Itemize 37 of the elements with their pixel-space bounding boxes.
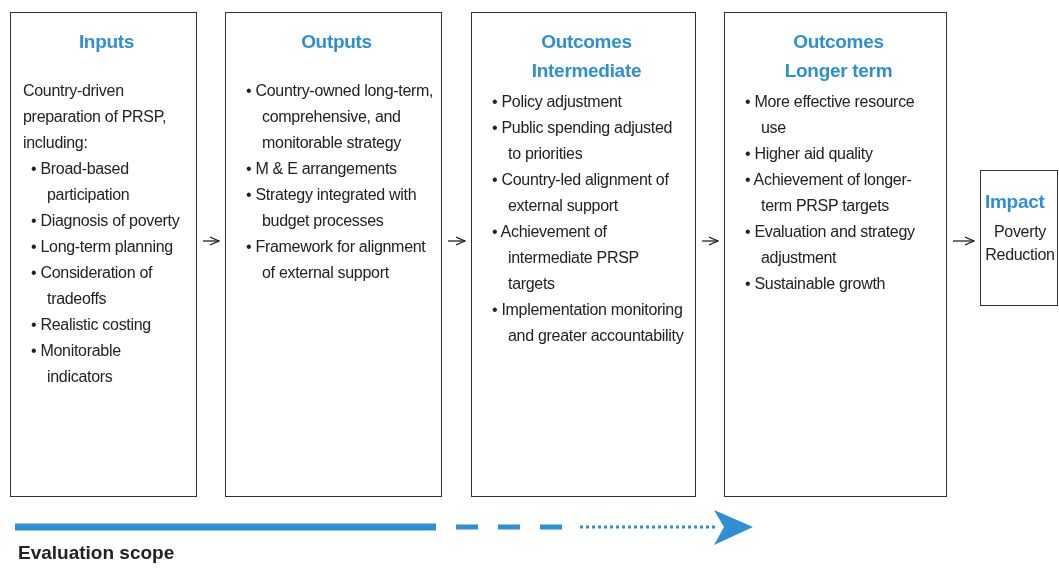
bullet-item: • Consideration of tradeoffs [30,263,154,309]
arrow [202,236,220,246]
bullet-item: • Achievement of intermediate PRSP targets [491,222,640,294]
stage-box [471,12,696,497]
bullet-item: • M & E arrangements [245,159,398,179]
stage-heading: Outcomes Longer term [783,30,894,83]
arrow [701,236,719,246]
bullet-item: • Framework for alignment of external support [245,237,427,283]
bullet-item: • Country-owned long-term, comprehensive, and monitorable strategy [245,81,435,153]
intro-text: Country-driven preparation of PRSP, including: [23,81,168,153]
stage-box [10,12,197,497]
arrow [952,236,975,246]
bullet-item: • Realistic costing [30,315,152,335]
bullet-item: • Diagnosis of poverty [30,211,181,231]
stage-heading: Outcomes Intermediate [530,30,643,83]
stage-heading: Impact [985,190,1046,214]
bullet-item: • Monitorable indicators [30,341,122,387]
bullet-item: • More effective resource use [744,92,916,138]
bullet-item: • Sustainable growth [744,274,887,294]
arrow [447,236,466,246]
bullet-item: • Evaluation and strategy adjustment [744,222,916,268]
bullet-item: • Strategy integrated with budget processes [245,185,418,231]
stage-heading: Inputs [77,30,136,54]
bullet-item: • Policy adjustment [491,92,623,112]
stage-heading: Outputs [300,30,373,54]
bullet-item: • Public spending adjusted to priorities [491,118,674,164]
bullet-item: • Long-term planning [30,237,174,257]
stage-box [724,12,947,497]
bullet-item: • Achievement of longer-term PRSP targets [744,170,913,216]
intro-text: Poverty Reduction [985,222,1055,265]
bullet-item: • Higher aid quality [744,144,874,164]
scope-label: Evaluation scope [18,542,175,564]
bullet-item: • Implementation monitoring and greater accountability [491,300,685,346]
stage-box [980,170,1058,306]
bullet-item: • Broad-based participation [30,159,131,205]
stage-box [225,12,442,497]
bullet-item: • Country-led alignment of external support [491,170,670,216]
